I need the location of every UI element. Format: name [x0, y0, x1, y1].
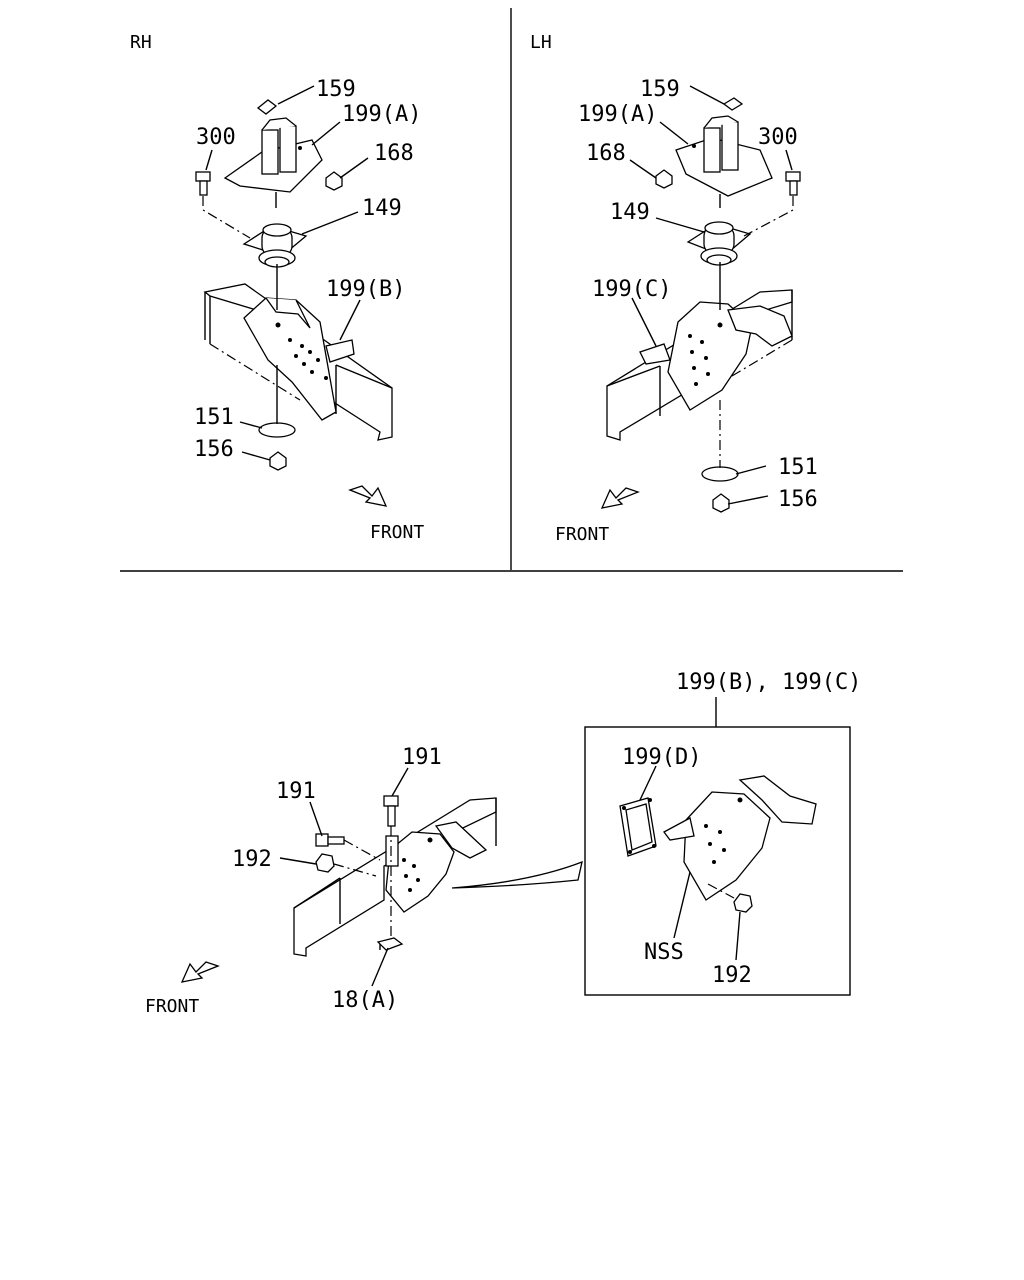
rh-labels: 159 199(A) 300 168 149 199(B) 151 156 FR…	[194, 77, 424, 543]
rh-front-label: FRONT	[370, 522, 424, 543]
detail-box	[584, 697, 851, 996]
bottom-labels: 191 191 192 18(A) FRONT	[145, 745, 442, 1017]
lh-callout-151: 151	[778, 455, 818, 480]
lh-mount-149	[686, 221, 752, 266]
rh-callout-199a: 199(A)	[342, 102, 421, 127]
lh-bolt-300	[785, 171, 801, 196]
rh-mount-149	[242, 223, 308, 268]
rh-bracket-199b	[243, 297, 355, 421]
bottom-assembly	[180, 767, 583, 987]
lh-nut-168	[655, 169, 673, 189]
rh-clip-159	[256, 99, 278, 115]
lh-callout-156: 156	[778, 487, 818, 512]
section-dividers	[120, 8, 903, 572]
bottom-bolt-191-side	[315, 833, 345, 847]
detail-plate-199d	[619, 797, 657, 857]
lh-washer-151	[701, 466, 739, 482]
lh-callout-149: 149	[610, 200, 650, 225]
rh-nut-168	[325, 171, 343, 191]
rh-callout-149: 149	[362, 196, 402, 221]
lh-bracket-199a	[675, 115, 773, 208]
rh-callout-156: 156	[194, 437, 234, 462]
rh-callout-151: 151	[194, 405, 234, 430]
rh-callout-199b: 199(B)	[326, 277, 405, 302]
bottom-callout-191-top: 191	[402, 745, 442, 770]
bottom-front-label: FRONT	[145, 996, 199, 1017]
bottom-bracket	[385, 821, 488, 913]
rh-washer-151	[258, 422, 296, 438]
rh-assembly	[195, 85, 393, 507]
detail-header-label: 199(B), 199(C)	[676, 670, 861, 695]
lh-front-label: FRONT	[555, 524, 609, 545]
rh-callout-168: 168	[374, 141, 414, 166]
rh-front-arrow	[348, 485, 388, 507]
lh-front-arrow	[600, 487, 640, 509]
bottom-clip-18a	[376, 937, 404, 951]
lh-callout-159: 159	[640, 77, 680, 102]
detail-bracket	[663, 775, 817, 901]
bottom-callout-18a: 18(A)	[332, 988, 398, 1013]
lh-callout-199c: 199(C)	[592, 277, 671, 302]
rh-bracket-199a	[223, 117, 323, 208]
section-label-lh: LH	[530, 32, 552, 53]
bottom-nut-192	[315, 853, 335, 873]
section-label-rh: RH	[130, 32, 152, 53]
lh-labels: 159 199(A) 300 168 149 199(C) 151 156 FR…	[555, 77, 818, 545]
rh-bolt-300	[195, 171, 211, 196]
rh-callout-300: 300	[196, 125, 236, 150]
rh-callout-159: 159	[316, 77, 356, 102]
bottom-front-arrow	[180, 961, 220, 983]
detail-labels: 199(B), 199(C) 199(D) NSS 192	[622, 670, 861, 988]
detail-pointer	[451, 860, 583, 889]
lh-nut-156	[712, 493, 730, 513]
detail-callout-199d: 199(D)	[622, 745, 701, 770]
rh-nut-156	[269, 451, 287, 471]
detail-callout-nss: NSS	[644, 940, 684, 965]
bottom-bolt-191-top	[383, 795, 399, 827]
detail-callout-192: 192	[712, 963, 752, 988]
lh-callout-168: 168	[586, 141, 626, 166]
detail-nut-192	[733, 893, 753, 913]
bottom-callout-192: 192	[232, 847, 272, 872]
lh-callout-199a: 199(A)	[578, 102, 657, 127]
lh-clip-159	[722, 97, 744, 111]
lh-assembly	[600, 85, 801, 513]
lh-callout-300: 300	[758, 125, 798, 150]
bottom-callout-191-side: 191	[276, 779, 316, 804]
lh-bracket-199c	[639, 301, 793, 411]
